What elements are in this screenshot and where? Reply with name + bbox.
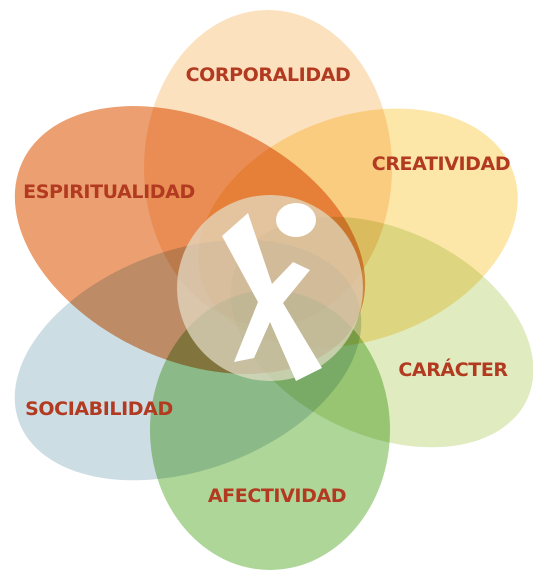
label-creatividad: CREATIVIDAD bbox=[372, 153, 510, 175]
label-espiritualidad: ESPIRITUALIDAD bbox=[23, 181, 195, 203]
label-caracter: CARÁCTER bbox=[398, 358, 508, 381]
label-afectividad: AFECTIVIDAD bbox=[208, 485, 346, 507]
labels-layer: CORPORALIDAD CREATIVIDAD CARÁCTER AFECTI… bbox=[23, 64, 510, 507]
label-sociabilidad: SOCIABILIDAD bbox=[25, 398, 173, 420]
label-corporalidad: CORPORALIDAD bbox=[186, 64, 351, 86]
person-x-logo-icon bbox=[222, 203, 322, 381]
